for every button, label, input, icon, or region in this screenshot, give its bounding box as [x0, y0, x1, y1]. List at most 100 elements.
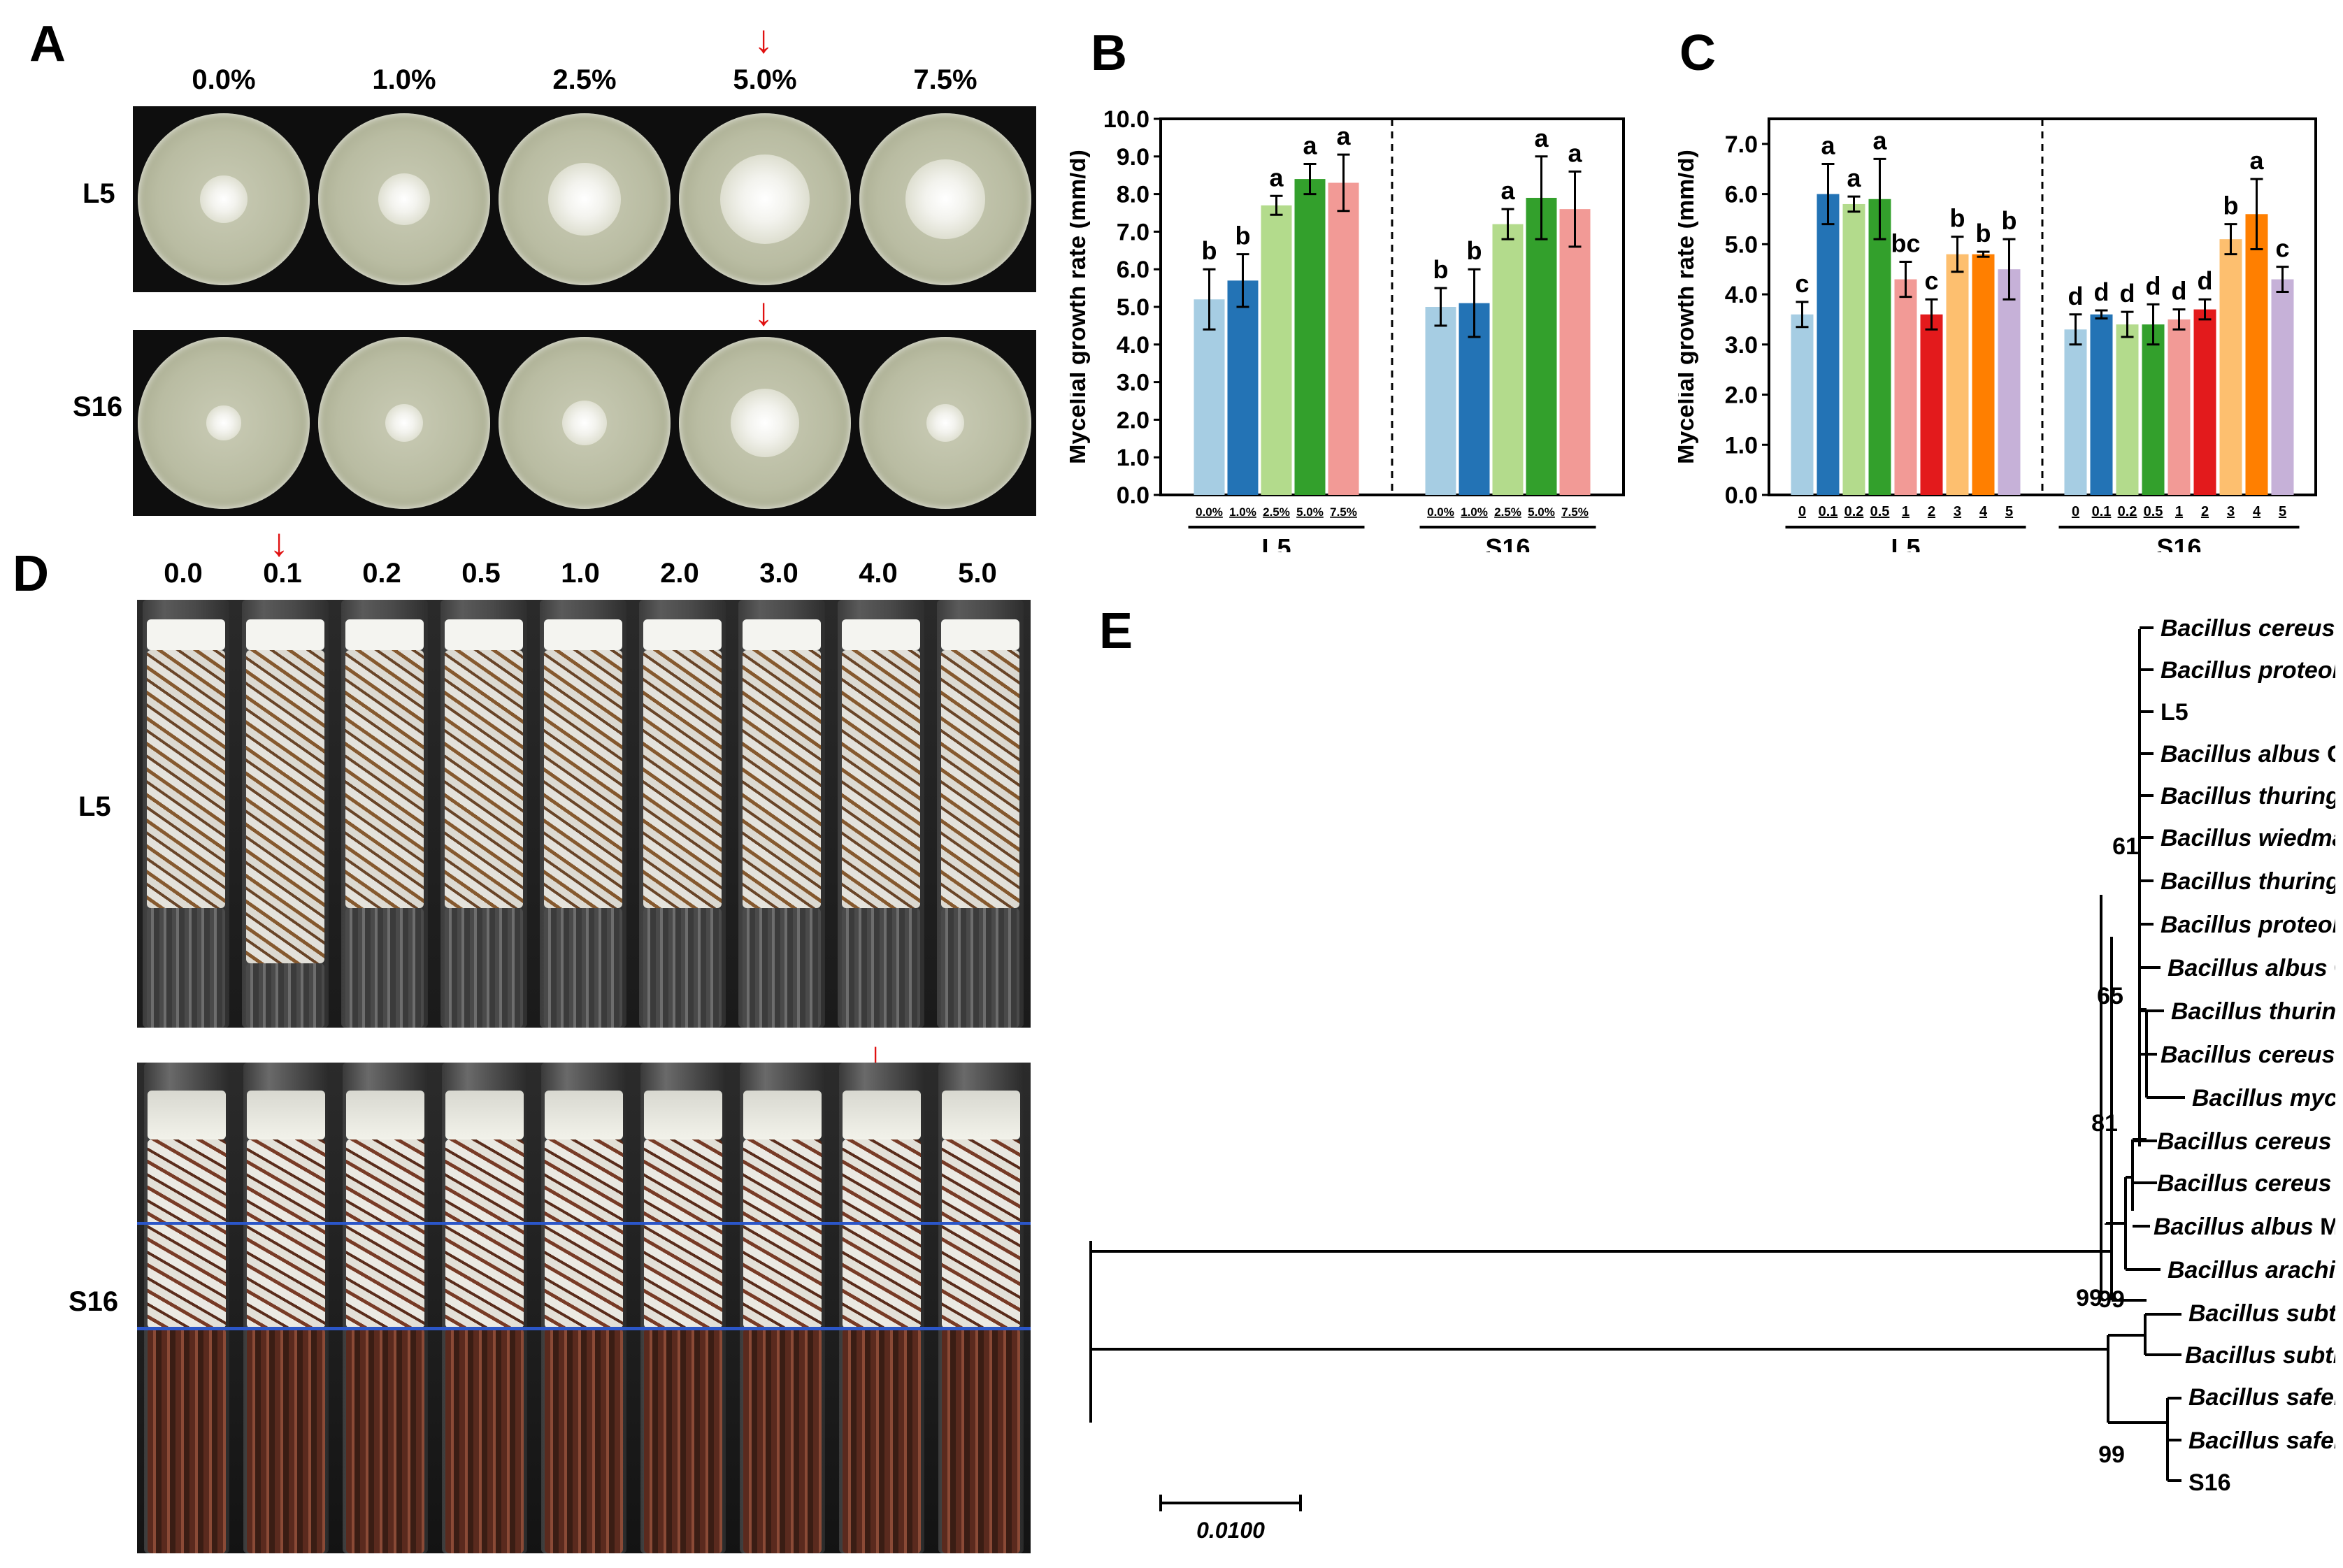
bar: [2219, 239, 2242, 495]
bar: [1328, 182, 1359, 495]
s16-tube-mycelium: [942, 1139, 1020, 1328]
l5-tube-mycelium: [941, 650, 1019, 908]
bar: [2090, 314, 2113, 495]
significance-letter: c: [1795, 269, 1809, 298]
category-label: 5: [2279, 504, 2286, 519]
l5-tube-mycelium: [345, 650, 424, 908]
group-label: L5: [1891, 533, 1920, 552]
significance-letter: d: [2146, 271, 2161, 300]
significance-letter: b: [1235, 222, 1251, 250]
panel-d-concentration-label: 1.0: [561, 558, 600, 589]
significance-letter: b: [1976, 219, 1991, 247]
significance-letter: a: [1269, 163, 1284, 192]
s16-blue-mark-upper: [137, 1222, 1031, 1225]
category-label: 4: [2253, 504, 2261, 519]
y-tick-label: 4.0: [1725, 282, 1758, 308]
significance-letter: d: [2068, 282, 2084, 310]
significance-letter: a: [1847, 164, 1861, 192]
category-label: 0.2: [1844, 504, 1864, 519]
s16-colony: [385, 403, 424, 443]
category-label: 1.0%: [1229, 505, 1256, 519]
bar: [2064, 329, 2087, 495]
y-tick-label: 1.0: [1725, 432, 1758, 459]
panel-a-concentration-label: 0.0%: [192, 64, 256, 95]
panel-d-concentration-label: 2.0: [660, 558, 699, 589]
panel-letter: B: [1091, 25, 1127, 81]
l5-tube-substrate: [544, 908, 622, 1028]
bar: [1791, 314, 1814, 495]
y-tick-label: 5.0: [1117, 294, 1149, 321]
bar: [1817, 194, 1840, 495]
s16-tube-cotton: [942, 1091, 1020, 1139]
y-tick-label: 0.0: [1725, 482, 1758, 509]
s16-tube-substrate: [247, 1328, 325, 1553]
category-label: 7.5%: [1561, 505, 1589, 519]
bar: [1294, 179, 1326, 495]
l5-tube-cotton: [544, 619, 622, 650]
bar: [1559, 209, 1591, 495]
taxon-label: Bacillus thuringiensis CP083156: [2161, 783, 2335, 810]
y-tick-label: 7.0: [1117, 219, 1149, 245]
panel-d-l5-tube-photo: [137, 600, 1031, 1028]
bar: [2271, 279, 2294, 495]
y-tick-label: 6.0: [1725, 182, 1758, 208]
bar: [1194, 299, 1225, 495]
s16-tube-mycelium: [247, 1139, 325, 1328]
s16-colony: [926, 403, 965, 443]
significance-letter: b: [1467, 236, 1482, 265]
panel-letter-e: E: [1099, 603, 1133, 659]
l5-tube-cotton: [246, 619, 324, 650]
s16-tube-substrate: [445, 1328, 524, 1553]
s16-tube-substrate: [346, 1328, 424, 1553]
significance-letter: d: [2120, 279, 2135, 308]
taxon-label: Bacillus arachidis SY8(2021)T OM062591: [2168, 1256, 2335, 1284]
panel-d-concentration-label: 0.0: [164, 558, 203, 589]
bar: [1920, 314, 1943, 495]
l5-tube-mycelium: [544, 650, 622, 908]
bar: [1261, 205, 1292, 495]
taxon-label: Bacillus thuringiensis OP320376: [2161, 868, 2335, 895]
category-label: 5.0%: [1296, 505, 1324, 519]
bar: [2245, 214, 2268, 495]
significance-letter: b: [1433, 255, 1449, 284]
category-label: 4: [1979, 504, 1988, 519]
l5-tube-mycelium: [743, 650, 821, 908]
s16-tube-substrate: [644, 1328, 722, 1553]
group-label: S16: [2156, 533, 2201, 552]
category-label: 0: [1798, 504, 1806, 519]
l5-colony: [199, 175, 248, 224]
bootstrap-value: 61: [2112, 833, 2139, 860]
y-tick-label: 3.0: [1117, 370, 1149, 396]
group-label: S16: [1485, 533, 1530, 552]
taxon-label: Bacillus wiedmannii KU198626: [2161, 825, 2335, 851]
l5-colony: [905, 159, 985, 239]
taxon-label: Bacillus safensis subsp. osmophilus BC9T…: [2188, 1426, 2335, 1455]
taxon-label: Bacillus subtilis subsp. virginiana HUB-…: [2185, 1342, 2335, 1369]
category-label: 1: [1902, 504, 1909, 519]
y-tick-label: 9.0: [1117, 144, 1149, 171]
s16-tube-mycelium: [445, 1139, 524, 1328]
category-label: 0.2: [2118, 504, 2137, 519]
bar: [1526, 197, 1557, 495]
s16-tube-mycelium: [644, 1139, 722, 1328]
taxon-label: L5: [2161, 699, 2188, 726]
y-tick-label: 7.0: [1725, 131, 1758, 158]
l5-tube-cotton: [643, 619, 722, 650]
s16-tube-cotton: [843, 1091, 921, 1139]
y-tick-label: 5.0: [1725, 231, 1758, 258]
l5-tube-substrate: [842, 908, 920, 1028]
y-tick-label: 10.0: [1103, 106, 1149, 133]
panel-a-concentration-label: 1.0%: [372, 64, 436, 95]
significance-letter: bc: [1891, 229, 1920, 257]
s16-colony: [730, 388, 800, 458]
significance-letter: a: [1821, 131, 1835, 160]
category-label: 2.5%: [1494, 505, 1521, 519]
significance-letter: a: [1568, 138, 1582, 167]
y-tick-label: 1.0: [1117, 445, 1149, 471]
l5-tube-cotton: [445, 619, 523, 650]
taxon-label: Bacillus albus MCCC1A02146T KJ812440: [2154, 1212, 2335, 1241]
category-label: 2: [1928, 504, 1935, 519]
category-label: 2.5%: [1263, 505, 1290, 519]
bar: [1998, 269, 2021, 495]
